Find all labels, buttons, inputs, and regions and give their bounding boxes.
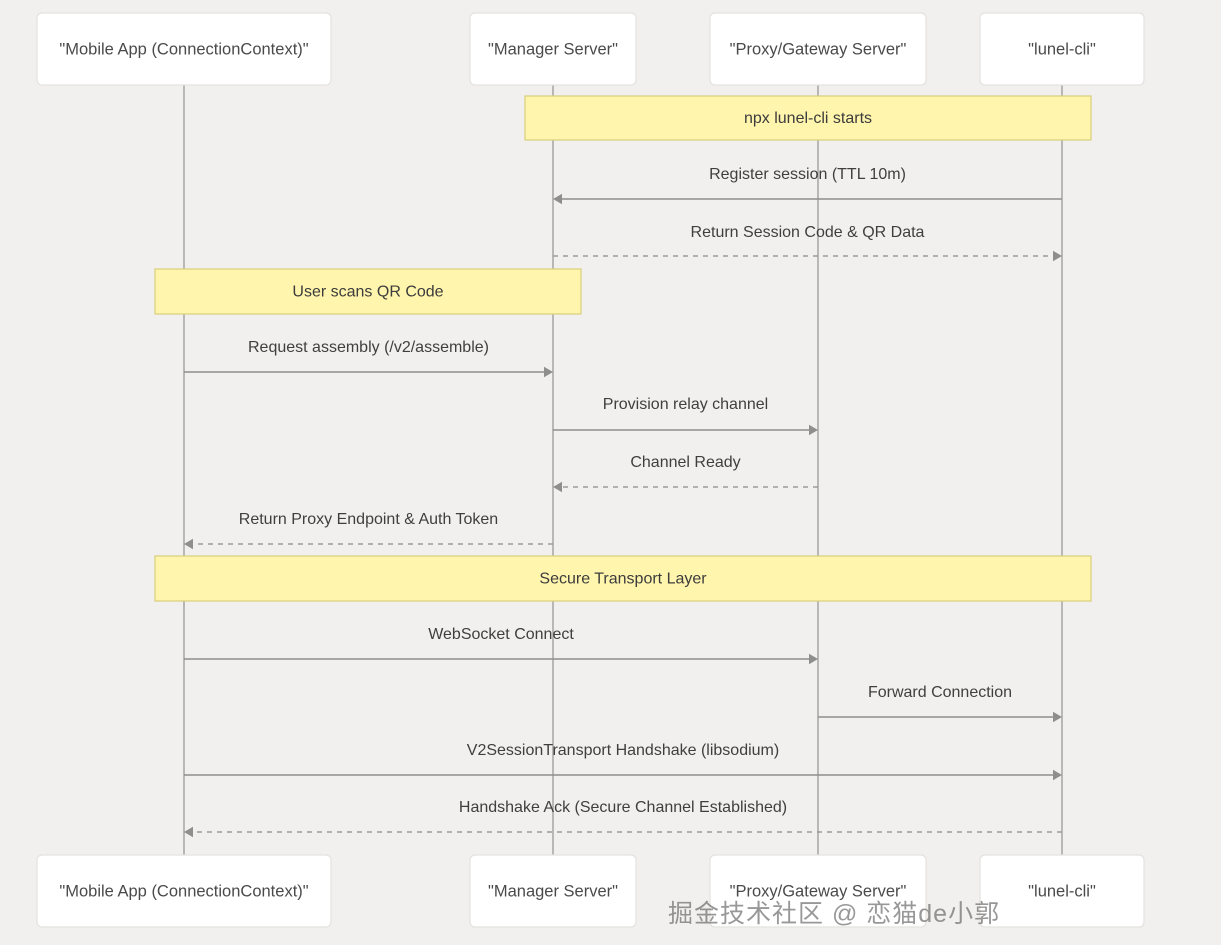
msg-provision: Provision relay channel [553, 396, 818, 436]
participant-label: "lunel-cli" [1028, 882, 1096, 900]
msg-return-session: Return Session Code & QR Data [553, 224, 1062, 262]
msg-request-assembly-arrowhead [544, 366, 553, 378]
msg-return-proxy-label: Return Proxy Endpoint & Auth Token [239, 511, 498, 528]
msg-forward-arrowhead [1053, 711, 1062, 723]
msg-register: Register session (TTL 10m) [553, 166, 1062, 205]
participant-box[interactable] [979, 12, 1145, 86]
participant-box[interactable] [469, 12, 637, 86]
lifelines-group [183, 85, 1063, 855]
note-qr-box [154, 268, 582, 315]
note-npx-label: npx lunel-cli starts [744, 110, 872, 127]
actors-group: "Mobile App (ConnectionContext)" "Manager… [36, 12, 1145, 928]
participant-box[interactable] [469, 854, 637, 928]
msg-register-label: Register session (TTL 10m) [709, 166, 906, 183]
note-qr-label: User scans QR Code [292, 284, 443, 301]
msg-channel-ready-arrowhead [553, 481, 562, 493]
msg-handshake-ack-arrowhead [184, 826, 193, 838]
msg-forward: Forward Connection [818, 684, 1062, 723]
msg-handshake-ack: Handshake Ack (Secure Channel Establishe… [184, 799, 1062, 838]
msg-handshake-label: V2SessionTransport Handshake (libsodium) [467, 742, 779, 759]
participant-box[interactable] [709, 854, 927, 928]
msg-register-arrowhead [553, 193, 562, 205]
msg-request-assembly-label: Request assembly (/v2/assemble) [248, 339, 489, 356]
participant-label: "Proxy/Gateway Server" [730, 882, 907, 900]
msg-ws-connect: WebSocket Connect [184, 626, 818, 665]
participant-box[interactable] [36, 12, 332, 86]
participant-label: "Manager Server" [488, 882, 618, 900]
participant-box[interactable] [36, 854, 332, 928]
msg-return-proxy: Return Proxy Endpoint & Auth Token [184, 511, 553, 550]
msg-handshake-ack-label: Handshake Ack (Secure Channel Establishe… [459, 799, 787, 816]
msg-channel-ready-label: Channel Ready [630, 454, 740, 471]
note-qr: User scans QR Code [154, 268, 582, 315]
participant-box[interactable] [709, 12, 927, 86]
participant-label: "Proxy/Gateway Server" [730, 40, 907, 58]
msg-ws-connect-label: WebSocket Connect [428, 626, 574, 643]
participant-proxy-bottom[interactable]: "Proxy/Gateway Server" [709, 854, 927, 928]
msg-handshake-arrowhead [1053, 769, 1062, 781]
participant-manager-bottom[interactable]: "Manager Server" [469, 854, 637, 928]
participant-manager-top[interactable]: "Manager Server" [469, 12, 637, 86]
msg-ws-connect-arrowhead [809, 653, 818, 665]
msg-provision-label: Provision relay channel [603, 396, 768, 413]
participant-label: "Manager Server" [488, 40, 618, 58]
note-transport: Secure Transport Layer [154, 555, 1092, 602]
msg-handshake: V2SessionTransport Handshake (libsodium) [184, 742, 1062, 781]
participant-mobile-top[interactable]: "Mobile App (ConnectionContext)" [36, 12, 332, 86]
msg-provision-arrowhead [809, 424, 818, 436]
note-npx: npx lunel-cli starts [524, 95, 1092, 141]
participant-proxy-top[interactable]: "Proxy/Gateway Server" [709, 12, 927, 86]
messages-group: Register session (TTL 10m) Return Session… [184, 166, 1062, 838]
participant-label: "lunel-cli" [1028, 40, 1096, 58]
msg-request-assembly: Request assembly (/v2/assemble) [184, 339, 553, 378]
participant-cli-top[interactable]: "lunel-cli" [979, 12, 1145, 86]
participant-box[interactable] [979, 854, 1145, 928]
msg-return-session-arrowhead [1053, 250, 1062, 262]
note-npx-box [524, 95, 1092, 141]
note-transport-box [154, 555, 1092, 602]
participant-label: "Mobile App (ConnectionContext)" [59, 882, 308, 900]
participant-label: "Mobile App (ConnectionContext)" [59, 40, 308, 58]
msg-return-proxy-arrowhead [184, 538, 193, 550]
msg-return-session-label: Return Session Code & QR Data [691, 224, 925, 241]
msg-channel-ready: Channel Ready [553, 454, 818, 493]
participant-mobile-bottom[interactable]: "Mobile App (ConnectionContext)" [36, 854, 332, 928]
participant-cli-bottom[interactable]: "lunel-cli" [979, 854, 1145, 928]
msg-forward-label: Forward Connection [868, 684, 1012, 701]
note-transport-label: Secure Transport Layer [539, 571, 707, 588]
